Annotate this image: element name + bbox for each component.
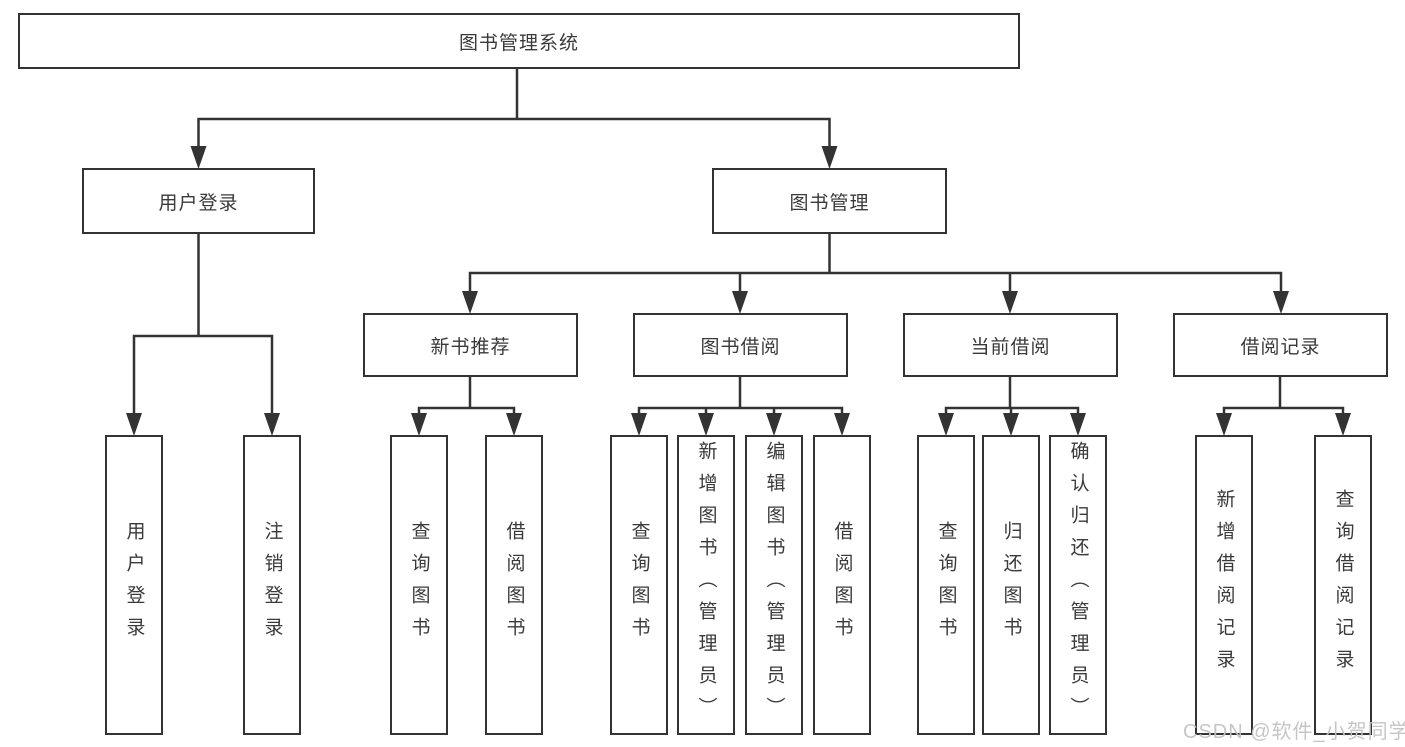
leaf-confirm-return-admin: 确认归还（管理员）: [1049, 435, 1107, 735]
node-book-management: 图书管理: [712, 168, 947, 234]
node-user-login: 用户登录: [82, 168, 315, 234]
leaf-borrow-books: 借阅图书: [813, 435, 871, 735]
leaf-query-borrow-record: 查询借阅记录: [1314, 435, 1372, 735]
leaf-user-login: 用户登录: [105, 435, 163, 735]
csdn-watermark: CSDN @软件_小贺同学: [1183, 721, 1405, 743]
leaf-query-books-borrow: 查询图书: [610, 435, 668, 735]
leaf-borrow-books-recommend: 借阅图书: [485, 435, 543, 735]
leaf-query-books-current: 查询图书: [917, 435, 975, 735]
node-root: 图书管理系统: [18, 13, 1020, 69]
node-book-borrow: 图书借阅: [633, 313, 848, 377]
leaf-return-books: 归还图书: [982, 435, 1040, 735]
leaf-add-books-admin: 新增图书（管理员）: [677, 435, 735, 735]
leaf-add-borrow-record: 新增借阅记录: [1195, 435, 1253, 735]
arrowhead-icons: [126, 146, 1351, 436]
leaf-logout: 注销登录: [243, 435, 301, 735]
leaf-edit-books-admin: 编辑图书（管理员）: [745, 435, 803, 735]
node-new-book-recommend: 新书推荐: [363, 313, 578, 377]
node-borrow-records: 借阅记录: [1173, 313, 1388, 377]
leaf-query-books-recommend: 查询图书: [390, 435, 448, 735]
node-current-borrow: 当前借阅: [903, 313, 1118, 377]
